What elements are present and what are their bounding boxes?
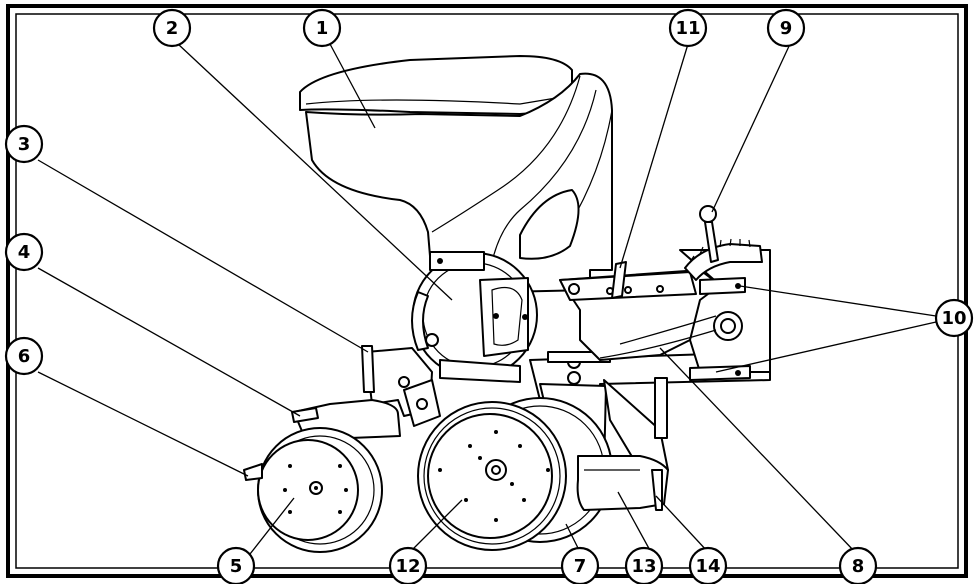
- adjustment-gear: [684, 243, 763, 281]
- frame-border: [6, 4, 968, 578]
- callout-5: 5: [216, 546, 256, 584]
- callout-6-label: 6: [18, 346, 31, 367]
- callout-8-label: 8: [852, 556, 865, 577]
- callout-7-label: 7: [574, 556, 587, 577]
- callout-3: 3: [4, 124, 44, 164]
- callout-9-label: 9: [780, 18, 793, 39]
- callout-9: 9: [766, 8, 806, 48]
- callout-13-label: 13: [631, 556, 656, 577]
- callout-11-label: 11: [675, 18, 700, 39]
- depth-adjust-handle: [291, 407, 319, 423]
- callout-11: 11: [668, 8, 708, 48]
- callout-13: 13: [624, 546, 664, 584]
- callout-2: 2: [152, 8, 192, 48]
- leader-lines: [37, 43, 937, 555]
- lever-knob: [699, 205, 717, 223]
- gauge-wheel-front-disc: [257, 439, 359, 541]
- callout-12: 12: [388, 546, 428, 584]
- callout-8: 8: [838, 546, 878, 584]
- latch-handle: [611, 261, 627, 299]
- callout-12-label: 12: [395, 556, 420, 577]
- callout-14: 14: [688, 546, 728, 584]
- callout-5-label: 5: [230, 556, 243, 577]
- callout-14-label: 14: [695, 556, 720, 577]
- callout-3-label: 3: [18, 134, 31, 155]
- callout-4-label: 4: [18, 242, 31, 263]
- callout-4: 4: [4, 232, 44, 272]
- hopper-window: [519, 189, 580, 260]
- callout-10: 10: [934, 298, 974, 338]
- callout-10-label: 10: [941, 308, 966, 329]
- callout-1-label: 1: [316, 18, 329, 39]
- callout-6: 6: [4, 336, 44, 376]
- planter-illustration: [243, 55, 771, 553]
- callout-2-label: 2: [166, 18, 179, 39]
- callout-7: 7: [560, 546, 600, 584]
- callout-1: 1: [302, 8, 342, 48]
